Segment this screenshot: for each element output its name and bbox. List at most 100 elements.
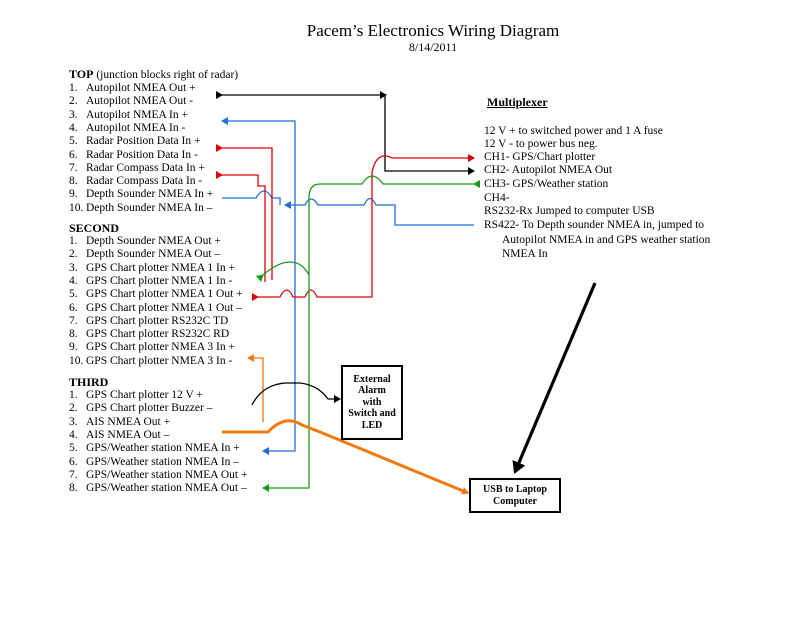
multiplexer-line-9: Autopilot NMEA in and GPS weather statio…	[502, 234, 711, 246]
terminal-label: GPS Chart plotter NMEA 1 In -	[86, 274, 233, 287]
diagram-title: Pacem’s Electronics Wiring Diagram	[306, 21, 560, 40]
multiplexer-title: Multiplexer	[487, 95, 548, 109]
multiplexer-line-6: CH4-	[484, 192, 510, 204]
terminal-label: GPS Chart plotter NMEA 3 In +	[86, 341, 235, 354]
multiplexer-line-3: CH1- GPS/Chart plotter	[484, 151, 596, 163]
terminal-number: 1.	[69, 82, 78, 94]
terminal-number: 5.	[69, 288, 78, 301]
terminal-label: Autopilot NMEA Out +	[86, 82, 196, 94]
terminal-number: 1.	[69, 389, 78, 401]
multiplexer-line-8: RS422- To Depth sounder NMEA in, jumped …	[484, 219, 705, 231]
terminal-label: Radar Position Data In -	[86, 148, 198, 161]
third-terminal-2: 2.GPS Chart plotter Buzzer –	[69, 403, 212, 415]
third-terminal-5: 5.GPS/Weather station NMEA In +	[69, 442, 240, 455]
terminal-label: GPS Chart plotter NMEA 1 Out –	[86, 301, 242, 314]
terminal-label: Autopilot NMEA In +	[86, 108, 189, 121]
terminal-number: 9.	[69, 341, 78, 354]
top-terminal-2: 2. Autopilot NMEA Out -	[69, 96, 193, 108]
wire-ch3-gps-weather	[262, 175, 480, 492]
top-terminal-3: 3.Autopilot NMEA In +	[69, 108, 189, 122]
wire-alarm	[251, 382, 341, 406]
third-terminal-6: 6. GPS/Weather station NMEA In –	[69, 455, 240, 469]
wire-gps-weather-in-branch	[262, 205, 296, 455]
terminal-label: GPS Chart plotter NMEA 1 Out +	[86, 288, 243, 301]
top-terminal-1: 1. Autopilot NMEA Out +	[69, 82, 196, 95]
terminal-label: Radar Compass Data In -	[86, 175, 203, 188]
wire-rs422-bus	[284, 197, 474, 226]
terminal-label: GPS/Weather station NMEA In –	[86, 455, 240, 468]
wire-gps-out-to-ch1	[252, 154, 475, 301]
terminal-number: 2.	[69, 95, 78, 108]
terminal-number: 9.	[69, 188, 78, 201]
terminal-label: GPS Chart plotter RS232C RD	[86, 328, 230, 341]
wire-depth-in	[222, 190, 281, 205]
second-terminal-6: 6.GPS Chart plotter NMEA 1 Out –	[69, 301, 242, 315]
top-terminal-7: 7. Radar Compass Data In +	[69, 161, 205, 175]
terminal-number: 5.	[69, 135, 78, 148]
terminal-number: 3.	[69, 261, 78, 274]
top-terminal-9: 9. Depth Sounder NMEA In +	[69, 189, 213, 201]
terminal-label: Depth Sounder NMEA In +	[86, 188, 214, 201]
terminal-label: Autopilot NMEA Out -	[86, 95, 194, 108]
terminal-number: 7.	[69, 314, 78, 327]
external-alarm-box: External Alarm with Switch and LED	[341, 365, 403, 440]
terminal-number: 3.	[69, 415, 78, 428]
terminal-label: Autopilot NMEA In -	[86, 121, 186, 134]
terminal-label: GPS/Weather station NMEA Out –	[86, 482, 247, 495]
alarm-line-1: External	[353, 373, 391, 385]
top-terminal-10: 10.Depth Sounder NMEA In –	[69, 201, 213, 215]
terminal-label: GPS/Weather station NMEA In +	[86, 442, 240, 455]
third-terminal-8: 8. GPS/Weather station NMEA Out –	[69, 482, 247, 495]
terminal-label: GPS Chart plotter RS232C TD	[86, 314, 229, 327]
second-terminal-8: 8. GPS Chart plotter RS232C RD	[69, 328, 230, 341]
alarm-line-5: LED	[361, 419, 383, 431]
terminal-number: 7.	[69, 468, 78, 481]
alarm-line-3: with	[362, 396, 382, 408]
section-third-heading: THIRD	[69, 375, 109, 389]
terminal-number: 8.	[69, 482, 78, 495]
top-terminal-4: 4. Autopilot NMEA In -	[69, 121, 186, 135]
terminal-number: 4.	[69, 121, 78, 134]
second-terminal-2: 2. Depth Sounder NMEA Out –	[69, 249, 220, 261]
terminal-number: 1.	[69, 235, 78, 247]
terminal-label: GPS Chart plotter 12 V +	[86, 389, 203, 401]
terminal-number: 6.	[69, 455, 78, 468]
wire-autopilot-in-branch	[221, 117, 296, 205]
multiplexer-line-7: RS232-Rx Jumped to computer USB	[484, 205, 655, 217]
wire-autopilot-out	[216, 91, 475, 175]
terminal-label: Radar Compass Data In +	[86, 161, 205, 174]
multiplexer-line-1: 12 V + to switched power and 1 A fuse	[484, 125, 663, 137]
terminal-number: 10.	[69, 354, 84, 367]
diagram-date: 8/14/2011	[408, 40, 458, 54]
alarm-box-text: External Alarm with Switch and LED	[348, 374, 396, 432]
terminal-label: Depth Sounder NMEA Out –	[86, 248, 221, 261]
top-heading-label: TOP	[69, 67, 94, 81]
wire-ais-to-usb	[222, 419, 469, 495]
third-terminal-1: 1. GPS Chart plotter 12 V +	[69, 389, 203, 402]
terminal-label: GPS Chart plotter NMEA 3 In -	[86, 354, 233, 367]
terminal-number: 2.	[69, 248, 78, 261]
second-terminal-9: 9. GPS Chart plotter NMEA 3 In +	[69, 342, 235, 354]
alarm-line-4: Switch and	[348, 408, 396, 420]
terminal-label: GPS/Weather station NMEA Out +	[86, 468, 248, 481]
second-terminal-3: 3. GPS Chart plotter NMEA 1 In +	[69, 261, 235, 275]
alarm-line-2: Alarm	[358, 385, 386, 397]
multiplexer-line-10: NMEA In	[502, 248, 548, 260]
terminal-number: 8.	[69, 328, 78, 341]
multiplexer-line-4: CH2- Autopilot NMEA Out	[484, 164, 613, 176]
terminal-label: Depth Sounder NMEA In –	[86, 201, 213, 214]
wire-radar-compass	[216, 171, 266, 282]
wire-rs232-to-usb	[512, 282, 597, 474]
terminal-number: 7.	[69, 161, 78, 174]
section-second-heading: SECOND	[69, 221, 120, 235]
terminal-number: 8.	[69, 175, 78, 188]
second-terminal-5: 5. GPS Chart plotter NMEA 1 Out +	[69, 288, 243, 301]
wire-gps-nmea1-in	[255, 261, 310, 282]
multiplexer-line-5: CH3- GPS/Weather station	[484, 178, 609, 190]
third-terminal-7: 7. GPS/Weather station NMEA Out +	[69, 468, 248, 482]
terminal-label: AIS NMEA Out +	[86, 415, 171, 428]
terminal-number: 4.	[69, 274, 78, 287]
terminal-number: 10.	[69, 201, 84, 214]
terminal-label: GPS Chart plotter NMEA 1 In +	[86, 261, 235, 274]
usb-line-1: USB to Laptop	[483, 484, 547, 495]
